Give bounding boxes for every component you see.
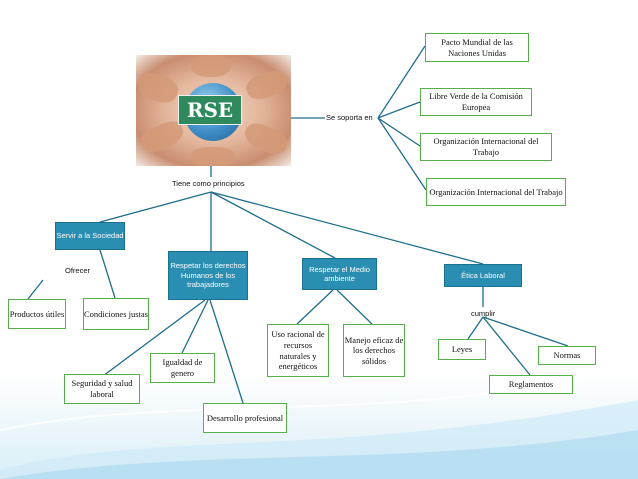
- label-ofrecer: Ofrecer: [65, 266, 91, 275]
- label-cumplir: cumplir: [471, 309, 496, 318]
- node-igualdad-genero: Igualdad de genero: [150, 353, 215, 383]
- support-oit-2: Organización Internacional del Trabajo: [426, 178, 566, 206]
- label-tiene-como-principios: Tiene como principios: [172, 179, 245, 188]
- label-se-soporta-en: Se soporta en: [326, 113, 373, 122]
- node-uso-racional: Uso racional de recursos naturales y ene…: [267, 324, 329, 377]
- principle-respetar-medio: Respetar el Medio ambiente: [302, 258, 377, 290]
- support-pacto-mundial: Pacto Mundial de las Naciones Unidas: [425, 33, 529, 62]
- node-productos-utiles: Productos útiles: [8, 299, 66, 329]
- node-condiciones-justas: Condiciones justas: [83, 298, 149, 330]
- principle-etica-laboral: Ética Laboral: [444, 264, 522, 287]
- node-normas: Normas: [538, 346, 596, 365]
- node-leyes: Leyes: [438, 339, 486, 360]
- support-libro-verde: Libre Verde de la Comisión Europea: [420, 88, 532, 116]
- node-desarrollo-profesional: Desarrollo profesional: [203, 403, 287, 433]
- node-reglamentos: Reglamentos: [489, 375, 573, 394]
- principle-respetar-derechos: Respetar los derechos Humanos de los tra…: [168, 251, 248, 300]
- support-oit-1: Organización Internacional del Trabajo: [420, 133, 552, 161]
- principle-servir-sociedad: Servir a la Sociedad: [55, 222, 125, 250]
- node-seguridad-salud: Seguridad y salud laboral: [64, 374, 140, 404]
- node-manejo-eficaz: Manejo eficaz de los derechos sólidos: [343, 324, 405, 377]
- rse-title: RSE: [178, 95, 242, 125]
